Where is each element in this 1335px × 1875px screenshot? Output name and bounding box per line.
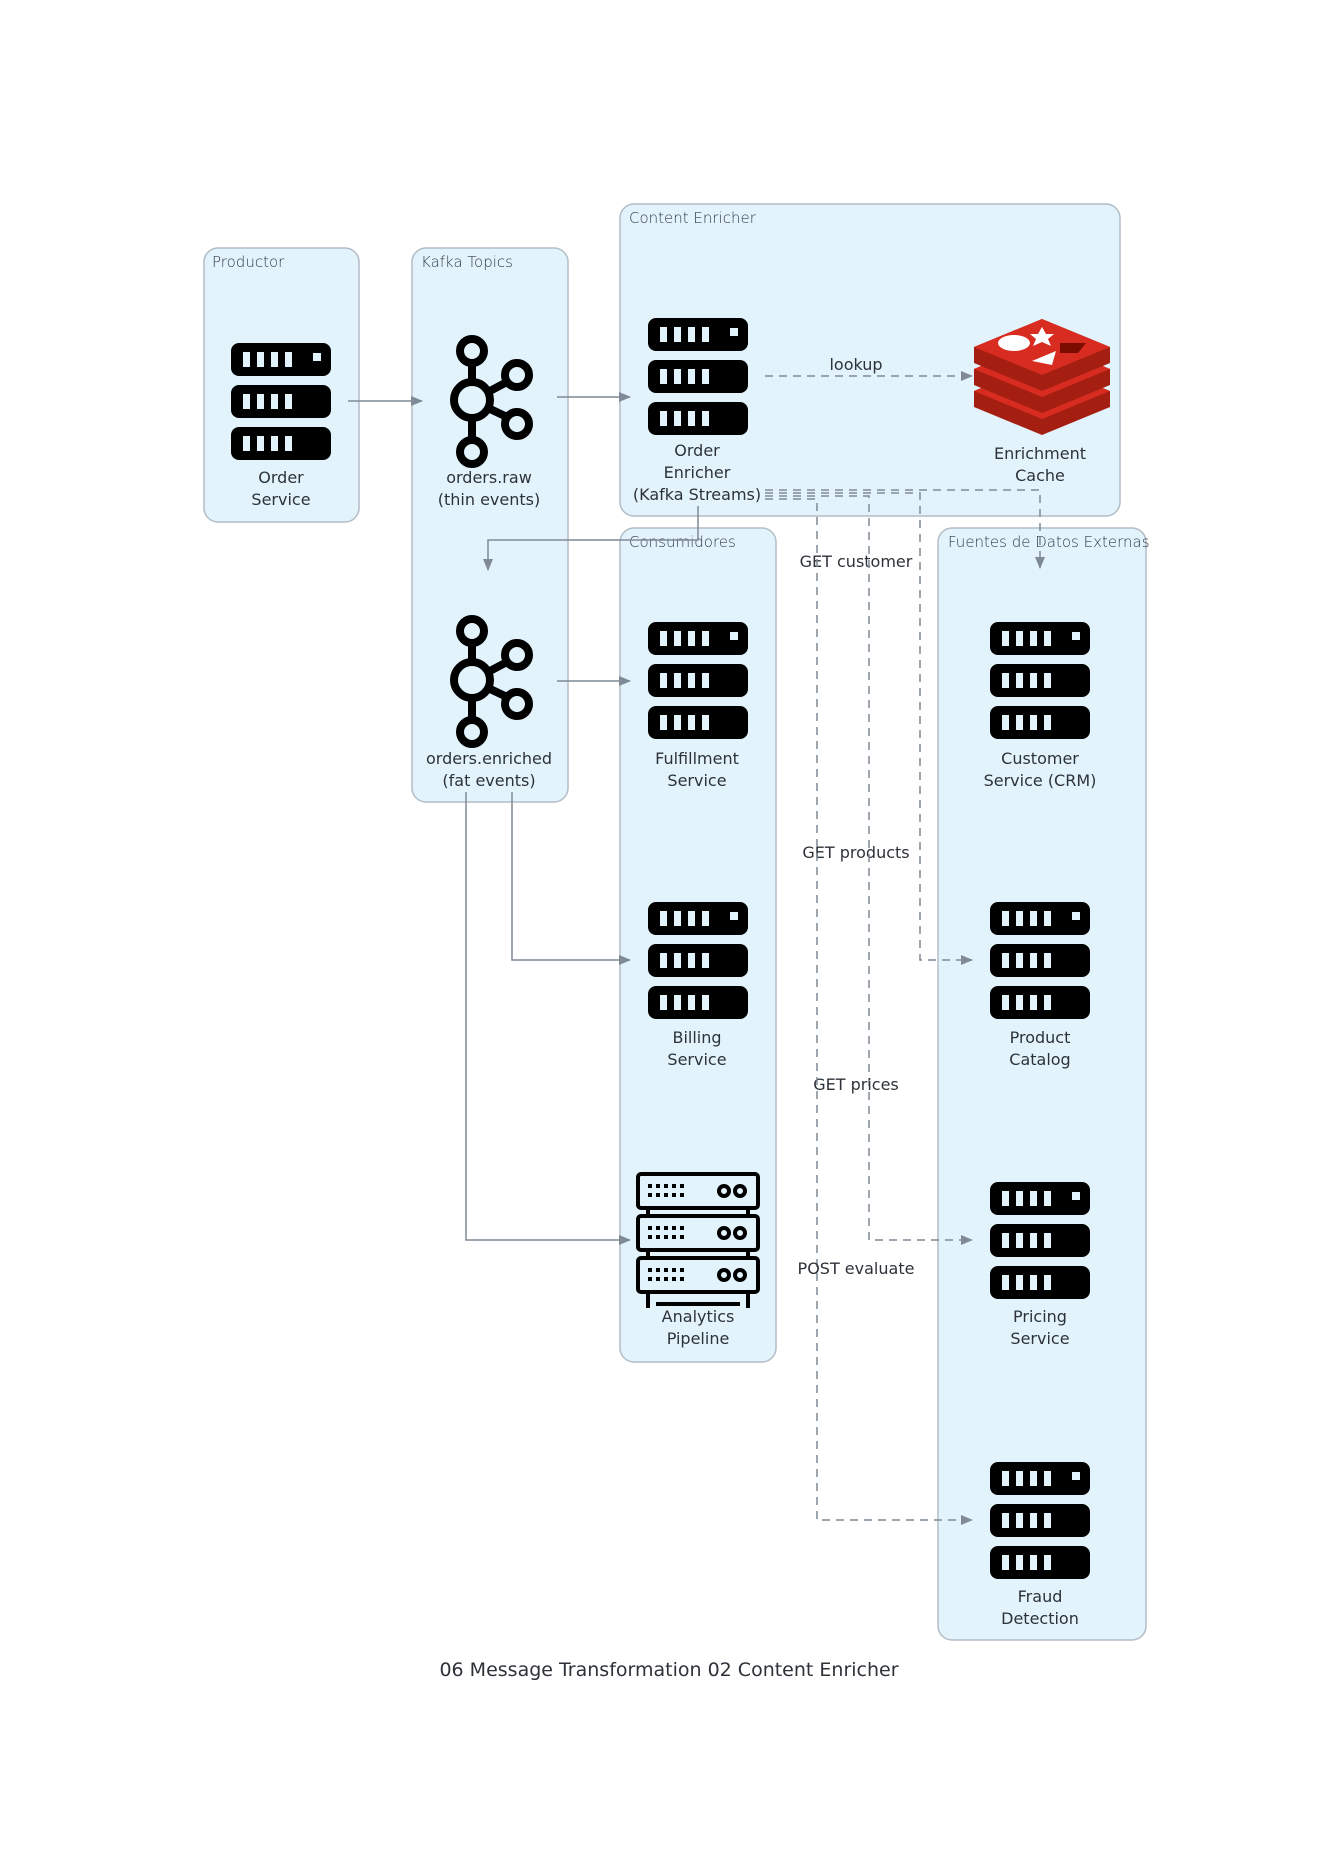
server-icon	[990, 1462, 1090, 1579]
node-enrichment-cache[interactable]: Enrichment Cache	[974, 319, 1110, 485]
node-order-service[interactable]: Order Service	[231, 343, 331, 509]
node-label: Pricing	[1013, 1307, 1067, 1326]
edge-label-post-evaluate: POST evaluate	[798, 1259, 915, 1278]
cluster-content-enricher: Content Enricher	[619, 203, 1121, 517]
cluster-label-fuentes: Fuentes de Datos Externas	[948, 533, 1150, 551]
node-label: Fulfillment	[655, 749, 739, 768]
node-pricing-service[interactable]: Pricing Service	[990, 1182, 1090, 1348]
node-label: Order	[674, 441, 720, 460]
node-label: Service	[1010, 1329, 1069, 1348]
cluster-label-content-enricher: Content Enricher	[629, 209, 757, 227]
cluster-label-consumidores: Consumidores	[629, 533, 736, 551]
node-label: Service	[251, 490, 310, 509]
node-label: orders.raw	[446, 468, 532, 487]
node-label: Enrichment	[994, 444, 1086, 463]
edge-order-enricher-to-pricing: GET prices	[765, 495, 973, 1245]
edge-label-lookup: lookup	[829, 355, 882, 374]
node-label: Service	[667, 771, 726, 790]
node-label: Service (CRM)	[984, 771, 1097, 790]
node-label: Service	[667, 1050, 726, 1069]
node-order-enricher[interactable]: Order Enricher (Kafka Streams)	[633, 318, 761, 504]
node-customer-service[interactable]: Customer Service (CRM)	[984, 622, 1097, 790]
node-product-catalog[interactable]: Product Catalog	[990, 902, 1090, 1069]
node-label: Pipeline	[667, 1329, 730, 1348]
node-label: Customer	[1001, 749, 1079, 768]
node-label: Catalog	[1009, 1050, 1070, 1069]
server-icon	[648, 902, 748, 1019]
server-icon	[990, 902, 1090, 1019]
node-fulfillment-service[interactable]: Fulfillment Service	[648, 622, 748, 790]
edge-order-enricher-to-orders-enriched	[483, 506, 699, 571]
node-orders-raw[interactable]: orders.raw (thin events)	[438, 339, 540, 509]
edge-order-enricher-to-cache: lookup	[765, 355, 973, 381]
server-icon	[990, 1182, 1090, 1299]
cluster-kafka-topics: Kafka Topics	[411, 247, 569, 803]
edge-label-get-customer: GET customer	[800, 552, 913, 571]
node-label: Product	[1010, 1028, 1071, 1047]
node-label: (thin events)	[438, 490, 540, 509]
edge-order-enricher-to-customer: GET customer	[765, 489, 1045, 571]
node-label: (fat events)	[442, 771, 535, 790]
edge-orders-enriched-to-billing	[511, 792, 631, 965]
cluster-label-kafka-topics: Kafka Topics	[421, 253, 513, 271]
edge-order-enricher-to-product: GET products	[765, 492, 973, 965]
node-orders-enriched[interactable]: orders.enriched (fat events)	[426, 619, 552, 790]
edge-orders-enriched-to-analytics	[465, 792, 631, 1245]
server-icon	[990, 622, 1090, 739]
node-label: Billing	[672, 1028, 721, 1047]
node-label: Fraud	[1018, 1587, 1063, 1606]
server-icon	[648, 318, 748, 435]
node-label: (Kafka Streams)	[633, 485, 761, 504]
cluster-label-productor: Productor	[212, 253, 285, 271]
node-fraud-detection[interactable]: Fraud Detection	[990, 1462, 1090, 1628]
node-label: Detection	[1001, 1609, 1079, 1628]
diagram-title: 06 Message Transformation 02 Content Enr…	[439, 1659, 898, 1681]
server-icon	[648, 622, 748, 739]
node-label: Cache	[1015, 466, 1065, 485]
node-label: orders.enriched	[426, 749, 552, 768]
node-analytics-pipeline[interactable]: Analytics Pipeline	[636, 1172, 760, 1348]
node-label: Analytics	[662, 1307, 735, 1326]
edge-order-enricher-to-fraud: POST evaluate	[765, 498, 973, 1525]
edge-label-get-prices: GET prices	[813, 1075, 899, 1094]
node-label: Order	[258, 468, 304, 487]
cluster-fuentes-datos-externas: Fuentes de Datos Externas	[937, 527, 1150, 1641]
node-label: Enricher	[664, 463, 731, 482]
edge-label-get-products: GET products	[802, 843, 909, 862]
server-icon	[231, 343, 331, 460]
node-billing-service[interactable]: Billing Service	[648, 902, 748, 1069]
